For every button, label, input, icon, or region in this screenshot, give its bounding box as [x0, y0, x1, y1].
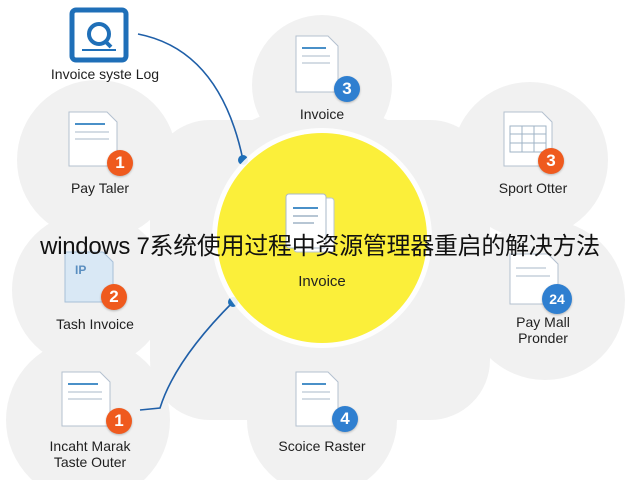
node-label-pay-taler: Pay Taler: [70, 180, 130, 196]
badge-incaht-marak: 1: [106, 408, 132, 434]
node-label-sport-otter: Sport Otter: [498, 180, 568, 196]
node-tash-invoice[interactable]: IP 2 Tash Invoice: [35, 250, 155, 336]
connector-top-left: [137, 33, 244, 161]
badge-pay-taler: 1: [107, 150, 133, 176]
invoice-search-icon: [69, 7, 129, 63]
node-pay-mall[interactable]: 24 Pay Mall Pronder: [488, 252, 598, 348]
node-label-tash-invoice: Tash Invoice: [56, 316, 134, 332]
node-label-incaht-marak: Incaht Marak Taste Outer: [49, 438, 131, 470]
badge-scoice-raster: 4: [332, 406, 358, 432]
badge-invoice-top: 3: [334, 76, 360, 102]
invoice-log-label: Invoice syste Log: [50, 66, 160, 82]
center-label: Invoice: [298, 273, 346, 290]
badge-tash-invoice: 2: [101, 284, 127, 310]
node-incaht-marak[interactable]: 1 Incaht Marak Taste Outer: [30, 370, 150, 470]
node-sport-otter[interactable]: 3 Sport Otter: [478, 110, 588, 196]
badge-sport-otter: 3: [538, 148, 564, 174]
node-label-invoice-top: Invoice: [299, 106, 345, 122]
document-ip-icon: IP: [64, 251, 114, 303]
node-invoice-top[interactable]: 3 Invoice: [262, 34, 382, 124]
ip-tag: IP: [75, 263, 86, 277]
document-icon: [295, 371, 339, 427]
connector-bottom-left: [139, 301, 234, 411]
node-label-pay-mall: Pay Mall Pronder: [516, 314, 570, 346]
document-icon: [61, 371, 111, 427]
node-label-scoice-raster: Scoice Raster: [278, 438, 366, 454]
node-pay-taler[interactable]: 1 Pay Taler: [45, 110, 155, 196]
node-invoice-log[interactable]: Invoice syste Log: [30, 6, 180, 86]
title-banner: windows 7系统使用过程中资源管理器重启的解决方法: [40, 233, 600, 260]
center-document-icon: [285, 193, 335, 253]
document-icon: [295, 35, 339, 93]
badge-pay-mall: 24: [542, 284, 572, 314]
document-icon: [68, 111, 118, 167]
node-scoice-raster[interactable]: 4 Scoice Raster: [262, 370, 382, 456]
